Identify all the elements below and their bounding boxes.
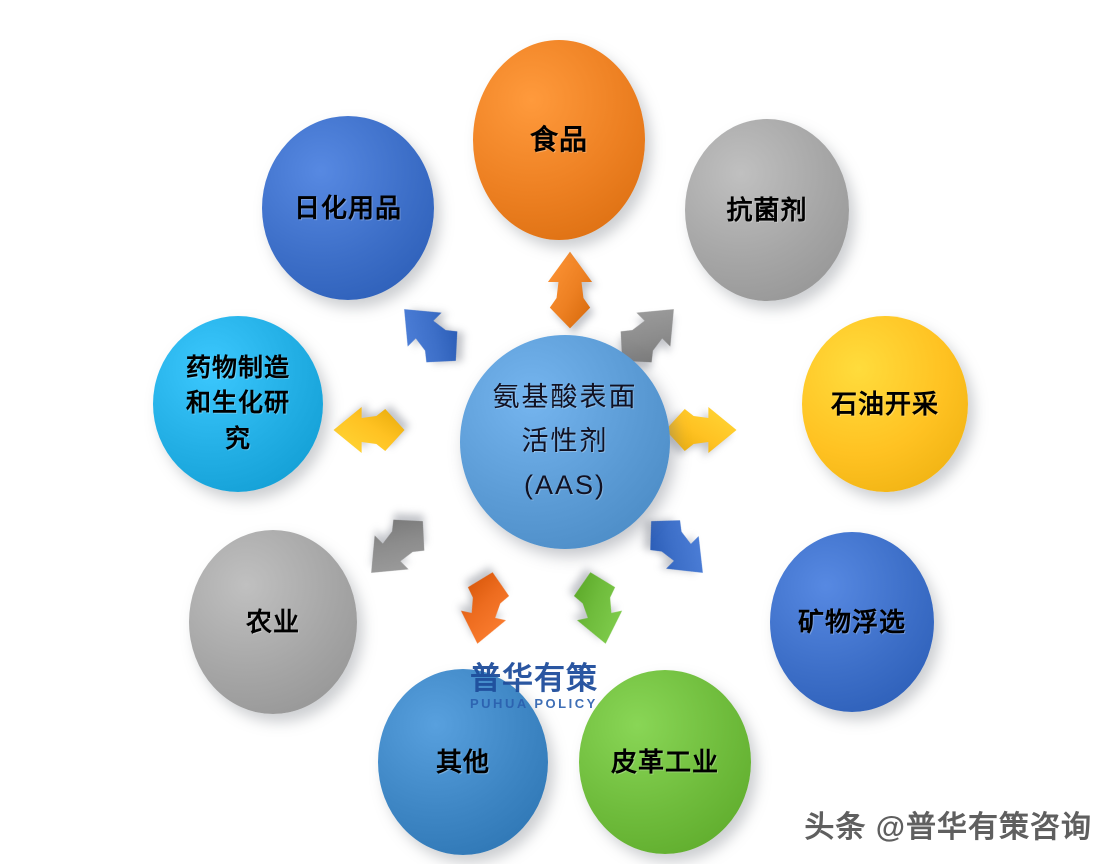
node-label: 日化用品 [293,192,402,223]
center-node-undefined[interactable]: 氨基酸表面 活性剂 (AAS) [460,335,670,549]
node-daily-chemicals[interactable]: 日化用品 [262,116,434,300]
node-pharma-biochem-research[interactable]: 药物制造 和生化研 究 [153,316,323,492]
arrow-downleft-agriculture [352,502,443,593]
node-label: 药物制造 和生化研 究 [185,353,290,453]
node-food[interactable]: 食品 [473,40,645,240]
node-agriculture[interactable]: 农业 [189,530,357,714]
node-label: 其他 [435,746,490,777]
arrow-down-other [453,566,518,651]
node-label: 皮革工业 [610,746,719,777]
arrow-upleft-daily [385,290,476,381]
arrow-left-pharma [332,405,406,455]
node-other[interactable]: 其他 [378,669,548,855]
arrow-upright-antibacterial [603,290,694,381]
arrow-up-food [546,250,594,330]
arrow-down-leather [566,566,631,651]
node-label: 抗菌剂 [726,194,808,225]
corner-watermark-text: 头条 @普华有策咨询 [804,811,1092,844]
node-mineral-flotation[interactable]: 矿物浮选 [770,532,934,712]
node-petroleum-extraction[interactable]: 石油开采 [802,316,968,492]
center-node-label: 氨基酸表面 活性剂 (AAS) [492,382,638,500]
arrow-right-petroleum [664,405,738,455]
node-leather-industry[interactable]: 皮革工业 [579,670,751,854]
node-label: 石油开采 [830,388,939,419]
node-label: 食品 [529,124,588,156]
node-label: 农业 [245,606,300,637]
node-antibacterial[interactable]: 抗菌剂 [685,119,849,301]
arrow-downright-mineral [632,502,721,591]
node-label: 矿物浮选 [797,606,906,637]
